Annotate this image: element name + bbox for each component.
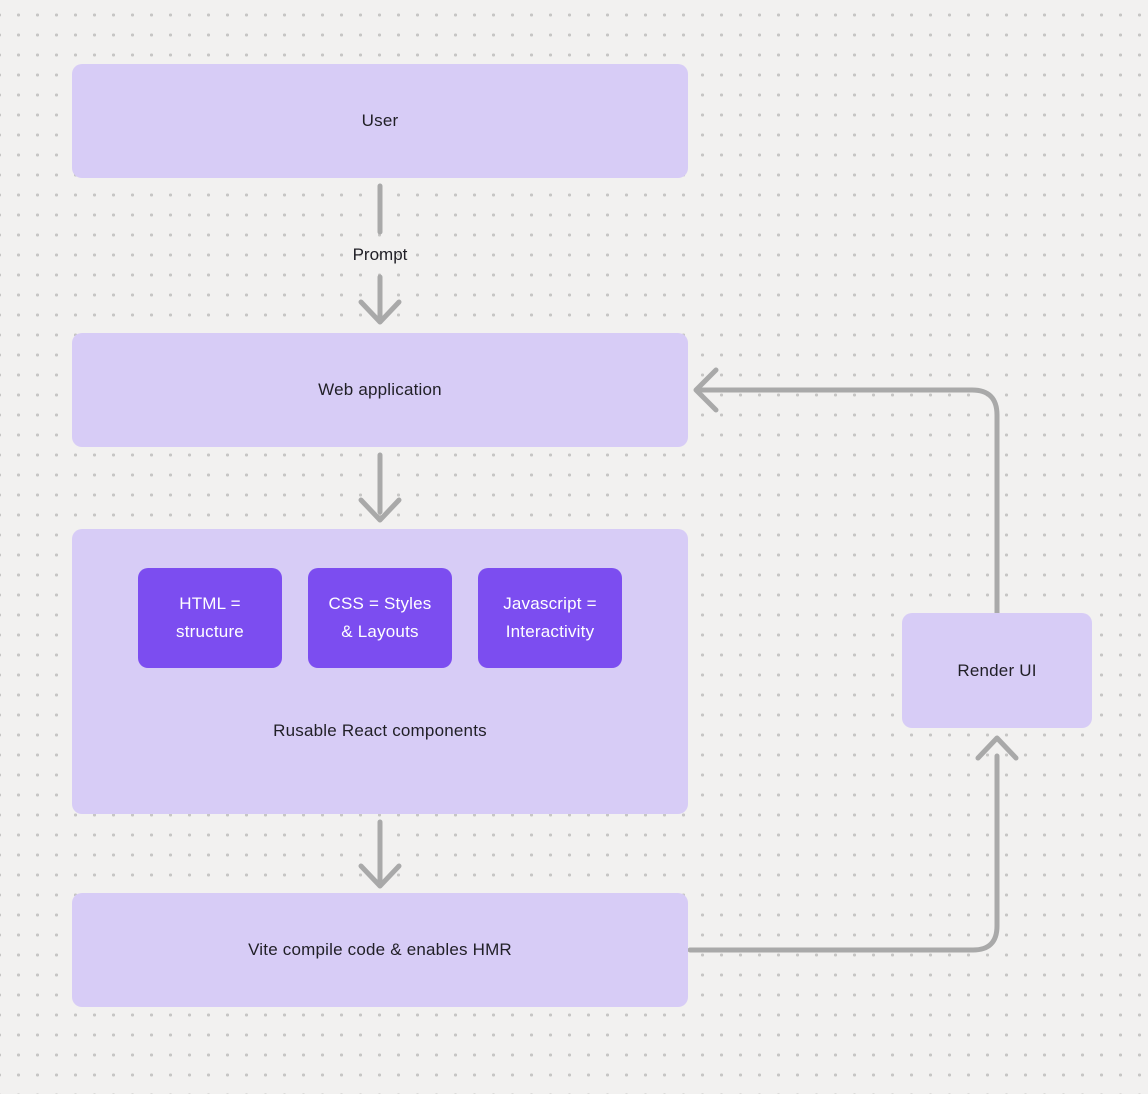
edge-render-to-webapp bbox=[699, 387, 1000, 616]
component-box-html: HTML = structure bbox=[138, 568, 282, 668]
component-box-line: structure bbox=[176, 622, 244, 641]
node-web-application-label: Web application bbox=[318, 380, 442, 399]
component-box-javascript: Javascript = Interactivity bbox=[478, 568, 622, 668]
component-box-line: Javascript = bbox=[503, 594, 597, 613]
component-box-line: & Layouts bbox=[341, 622, 419, 641]
group-caption: Rusable React components bbox=[273, 721, 487, 740]
arrowhead-up-icon bbox=[975, 735, 1019, 761]
node-render-ui: Render UI bbox=[902, 613, 1092, 728]
node-web-application: Web application bbox=[72, 333, 688, 447]
component-box-line: CSS = Styles bbox=[328, 594, 432, 613]
node-user: User bbox=[72, 64, 688, 178]
node-react-components-group: HTML = structure CSS = Styles & Layouts … bbox=[72, 529, 688, 814]
arrowhead-left-icon bbox=[693, 367, 719, 413]
arrowhead-down-icon bbox=[358, 863, 402, 889]
node-user-label: User bbox=[361, 111, 399, 130]
edge-label-prompt: Prompt bbox=[352, 245, 408, 264]
arrowhead-down-icon bbox=[358, 299, 402, 325]
node-render-ui-label: Render UI bbox=[957, 660, 1037, 680]
component-box-css: CSS = Styles & Layouts bbox=[308, 568, 452, 668]
arrowhead-down-icon bbox=[358, 497, 402, 523]
component-box-line: Interactivity bbox=[505, 622, 595, 641]
node-vite-label: Vite compile code & enables HMR bbox=[248, 940, 512, 959]
component-box-line: HTML = bbox=[179, 594, 241, 613]
edge-vite-to-render bbox=[687, 753, 1000, 953]
node-vite: Vite compile code & enables HMR bbox=[72, 893, 688, 1007]
